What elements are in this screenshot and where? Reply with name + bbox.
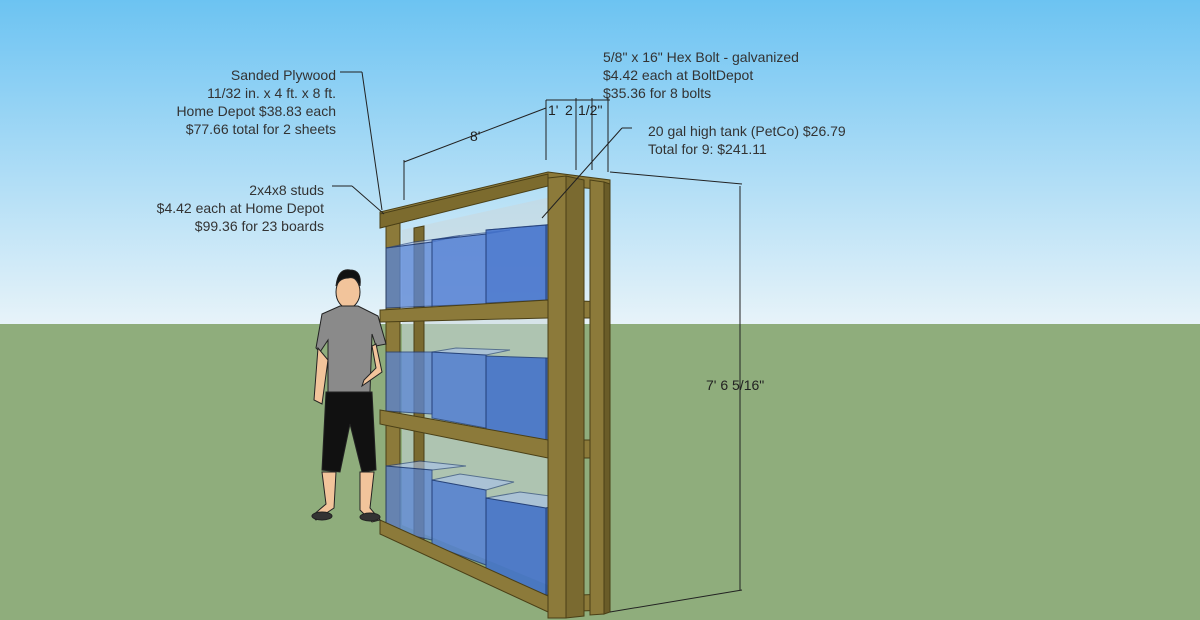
plywood-line-2: 11/32 in. x 4 ft. x 8 ft. xyxy=(207,85,336,101)
person-figure xyxy=(311,269,387,523)
tank-line-2: Total for 9: $241.11 xyxy=(648,141,767,157)
bolt-line-2: $4.42 each at BoltDepot xyxy=(603,67,754,83)
height-dimension-label: 7' 6 5/16" xyxy=(706,377,765,393)
dimension-lines xyxy=(332,71,743,613)
bolt-note: 5/8" x 16" Hex Bolt - galvanized $4.42 e… xyxy=(603,48,799,102)
gap-dimension-label: 2 xyxy=(565,102,573,118)
plywood-note: Sanded Plywood 11/32 in. x 4 ft. x 8 ft.… xyxy=(176,66,336,138)
length-dimension-label: 8' xyxy=(470,128,481,144)
bolt-line-1: 5/8" x 16" Hex Bolt - galvanized xyxy=(603,49,799,65)
tank-line-1: 20 gal high tank (PetCo) $26.79 xyxy=(648,123,846,139)
studs-note: 2x4x8 studs $4.42 each at Home Depot $99… xyxy=(157,181,324,235)
tank xyxy=(431,347,511,429)
plywood-line-3: Home Depot $38.83 each xyxy=(176,103,336,119)
studs-line-1: 2x4x8 studs xyxy=(249,182,324,198)
depth-dimension-label: 1' xyxy=(548,102,559,118)
front-posts xyxy=(547,175,611,619)
studs-line-3: $99.36 for 23 boards xyxy=(194,218,324,234)
bolt-offset-dimension-label: 1/2" xyxy=(578,102,603,118)
bolt-line-3: $35.36 for 8 bolts xyxy=(603,85,712,101)
plywood-line-4: $77.66 total for 2 sheets xyxy=(185,121,336,137)
plywood-line-1: Sanded Plywood xyxy=(230,67,336,83)
tank-note: 20 gal high tank (PetCo) $26.79 Total fo… xyxy=(648,122,846,158)
tank xyxy=(385,351,433,415)
studs-line-2: $4.42 each at Home Depot xyxy=(156,200,324,216)
